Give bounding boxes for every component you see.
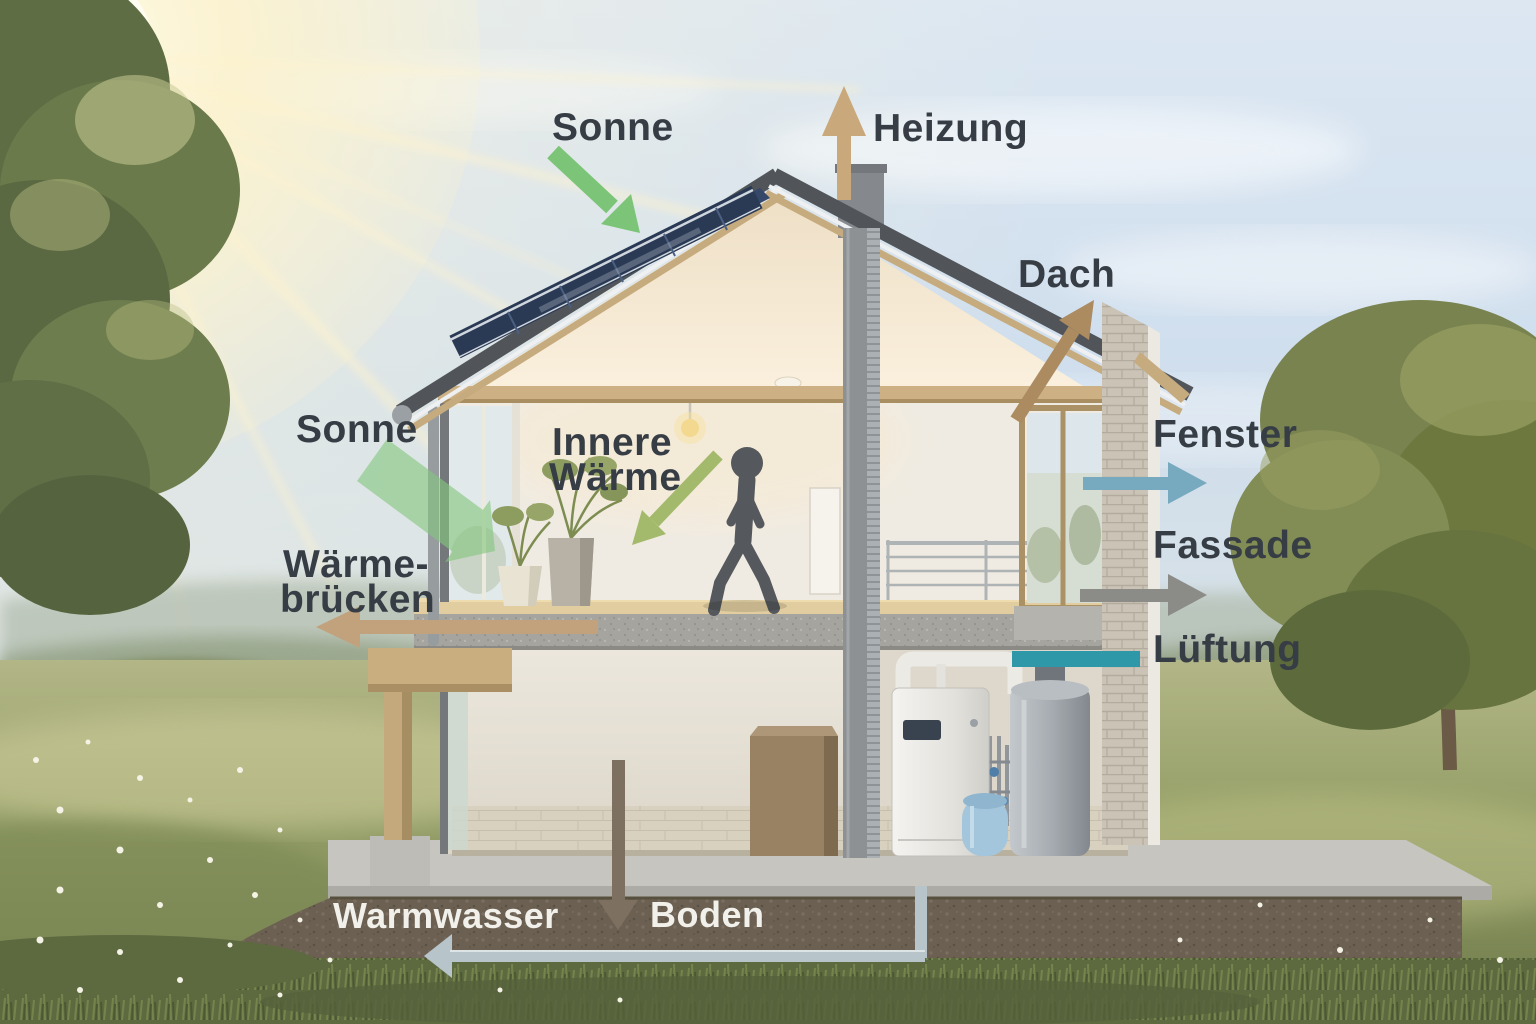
window-sill <box>1014 606 1110 640</box>
label-thermal-bridge-line1: Wärme- <box>283 543 429 586</box>
timber-post <box>368 648 512 840</box>
roof-loss-arrow <box>1010 300 1094 424</box>
solar-panels <box>449 185 770 359</box>
internal-heat-gain-arrow <box>632 450 723 545</box>
attic <box>438 194 1130 403</box>
label-roof: Dach <box>1018 253 1115 296</box>
interior-door <box>809 487 841 595</box>
hot-water-tank <box>1010 664 1090 856</box>
pendant-light <box>674 400 706 444</box>
lower-left-glazing <box>448 652 468 850</box>
potted-plants <box>492 456 628 606</box>
energy-arrows <box>316 86 1207 978</box>
right-tree <box>1230 300 1536 771</box>
person-silhouette <box>708 447 780 616</box>
chimney <box>843 228 880 858</box>
label-hot-water: Warmwasser <box>333 895 559 936</box>
gutter <box>392 405 412 425</box>
expansion-vessel <box>962 793 1008 856</box>
label-facade: Fassade <box>1153 524 1313 567</box>
eave-soffit <box>1134 352 1190 403</box>
label-internal-heat-line2: Wärme <box>549 456 682 499</box>
upper-right-window <box>1014 405 1111 640</box>
labels: Sonne Heizung Dach Fenster Fassade Lüftu… <box>280 106 1313 936</box>
label-thermal-bridge-line2: brücken <box>280 578 435 621</box>
label-sun-left: Sonne <box>296 408 418 451</box>
left-tree <box>0 0 240 615</box>
heating-loss-arrow <box>822 86 866 200</box>
lower-floor <box>440 648 1128 857</box>
right-wall-brick <box>1102 302 1190 845</box>
hot-water-loss-arrow <box>424 886 927 978</box>
facade-loss-arrow <box>1080 574 1207 616</box>
sun-gain-arrow-top <box>547 145 640 233</box>
label-window: Fenster <box>1153 413 1297 456</box>
meadow-flowers <box>33 739 1503 1003</box>
sun-gain-arrow-left <box>357 439 495 562</box>
label-sun-top: Sonne <box>552 106 674 149</box>
ground-loss-arrow <box>598 760 638 930</box>
window-loss-arrow <box>1083 462 1207 504</box>
foreground-grass <box>0 935 1536 1024</box>
house-cross-section <box>368 164 1194 858</box>
ventilation-loss-bar <box>1012 651 1140 667</box>
gable-beam <box>438 386 1130 403</box>
label-internal-heat-line1: Innere <box>552 421 672 464</box>
label-heating: Heizung <box>873 107 1028 150</box>
thermal-bridge-loss-arrow <box>316 606 598 648</box>
label-ventilation: Lüftung <box>1153 628 1302 671</box>
wood-storage-box <box>750 726 838 856</box>
label-ground: Boden <box>650 894 765 935</box>
